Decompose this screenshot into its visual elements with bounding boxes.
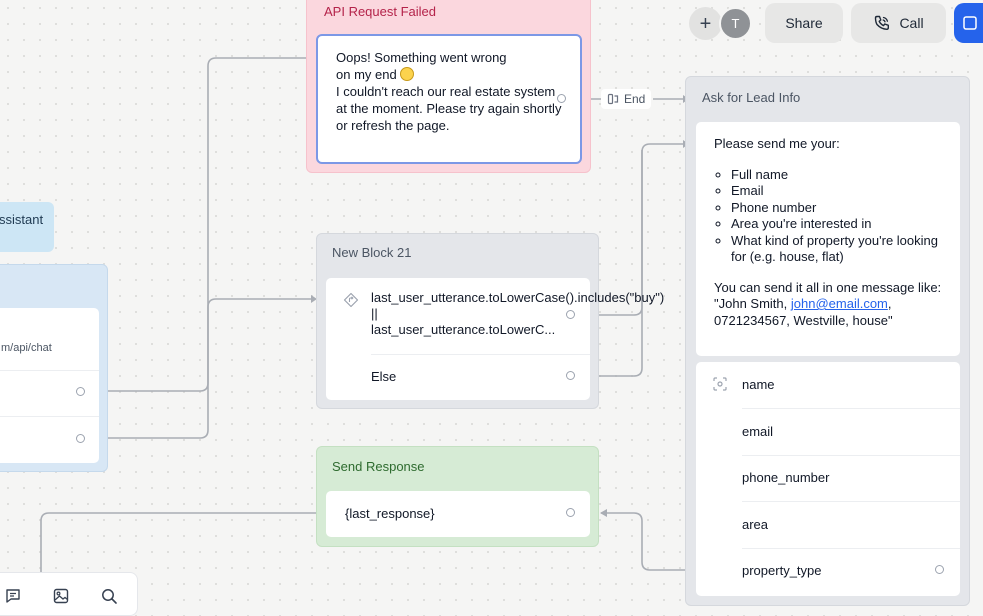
property-type-port[interactable] bbox=[935, 565, 944, 574]
response-variable: {last_response} bbox=[345, 506, 435, 521]
condition-icon bbox=[343, 292, 359, 308]
phone-icon bbox=[875, 15, 890, 30]
list-item: What kind of property you're looking for… bbox=[731, 233, 942, 266]
search-icon[interactable] bbox=[100, 587, 118, 605]
capture-field-email[interactable]: email bbox=[742, 424, 774, 439]
list-item: Email bbox=[731, 183, 942, 200]
list-item: Area you're interested in bbox=[731, 216, 942, 233]
assistant-label: ssistant bbox=[0, 212, 44, 227]
message-body: I couldn't reach our real estate system … bbox=[336, 84, 562, 133]
message-line: Oops! Something went wrong bbox=[336, 50, 507, 65]
list-item: Full name bbox=[731, 167, 942, 184]
else-port[interactable] bbox=[566, 371, 575, 380]
capture-field-phone-number[interactable]: phone_number bbox=[742, 470, 830, 485]
divider bbox=[371, 354, 590, 355]
share-button[interactable]: Share bbox=[765, 3, 843, 43]
message-line-emoji: on my end bbox=[336, 66, 562, 83]
api-success-port[interactable] bbox=[76, 387, 85, 396]
divider bbox=[742, 501, 960, 502]
block-title: Send Response bbox=[332, 459, 425, 474]
user-avatar[interactable]: T bbox=[719, 7, 752, 40]
assistant-block[interactable]: ssistant bbox=[0, 202, 54, 252]
api-block[interactable]: m/api/chat bbox=[0, 264, 108, 472]
end-node[interactable]: End bbox=[601, 89, 652, 109]
add-button[interactable]: + bbox=[689, 7, 722, 40]
run-button[interactable] bbox=[954, 3, 983, 43]
avatar-initial: T bbox=[731, 16, 740, 31]
divider bbox=[742, 455, 960, 456]
plus-icon: + bbox=[699, 12, 712, 35]
play-icon bbox=[963, 16, 977, 30]
divider bbox=[0, 370, 99, 371]
end-label: End bbox=[624, 92, 646, 106]
share-label: Share bbox=[785, 15, 823, 31]
lead-send-text: You can send it all in one message like: bbox=[714, 279, 942, 295]
api-request-failed-block[interactable]: API Request Failed Oops! Something went … bbox=[306, 0, 591, 173]
error-message-card[interactable]: Oops! Something went wrong on my end I c… bbox=[316, 34, 582, 164]
lead-items-list: Full name Email Phone number Area you're… bbox=[714, 167, 942, 266]
end-icon bbox=[607, 93, 619, 105]
sweat-smile-emoji-icon bbox=[400, 67, 415, 81]
divider bbox=[0, 416, 99, 417]
capture-field-area[interactable]: area bbox=[742, 517, 769, 532]
divider bbox=[742, 548, 960, 549]
condition-card[interactable]: last_user_utterance.toLowerCase().includ… bbox=[326, 278, 665, 400]
lead-message-card[interactable]: Please send me your: Full name Email Pho… bbox=[696, 122, 960, 356]
else-label: Else bbox=[371, 369, 397, 384]
lead-intro: Please send me your: bbox=[714, 136, 840, 151]
capture-field-property-type[interactable]: property_type bbox=[742, 563, 822, 578]
canvas-toolbar bbox=[0, 572, 138, 616]
api-url: m/api/chat bbox=[1, 342, 52, 354]
email-link[interactable]: john@email.com bbox=[790, 296, 888, 311]
ask-for-lead-info-block[interactable]: Ask for Lead Info Please send me your: F… bbox=[685, 76, 970, 606]
condition-port[interactable] bbox=[566, 310, 575, 319]
lead-example: "John Smith, john@email.com, bbox=[714, 296, 892, 311]
send-response-block[interactable]: Send Response {last_response} bbox=[316, 446, 599, 547]
block-title: API Request Failed bbox=[324, 4, 437, 19]
block-title: New Block 21 bbox=[332, 245, 412, 260]
api-fail-port[interactable] bbox=[76, 434, 85, 443]
capture-icon bbox=[713, 377, 727, 391]
new-block-21[interactable]: New Block 21 last_user_utterance.toLower… bbox=[316, 233, 665, 409]
image-icon[interactable] bbox=[52, 587, 70, 605]
error-card-port[interactable] bbox=[557, 94, 566, 103]
message-icon[interactable] bbox=[4, 587, 22, 605]
response-card[interactable]: {last_response} bbox=[326, 491, 590, 537]
lead-example-end: 0721234567, Westville, house" bbox=[714, 312, 893, 328]
capture-field-name[interactable]: name bbox=[742, 377, 775, 392]
condition-expression: last_user_utterance.toLowerCase().includ… bbox=[371, 290, 665, 337]
list-item: Phone number bbox=[731, 200, 942, 217]
block-title: Ask for Lead Info bbox=[702, 90, 801, 105]
capture-fields-card[interactable]: name email phone_number area property_ty… bbox=[696, 362, 960, 596]
call-label: Call bbox=[899, 15, 924, 31]
call-button[interactable]: Call bbox=[851, 3, 946, 43]
divider bbox=[742, 408, 960, 409]
send-response-port[interactable] bbox=[566, 508, 575, 517]
